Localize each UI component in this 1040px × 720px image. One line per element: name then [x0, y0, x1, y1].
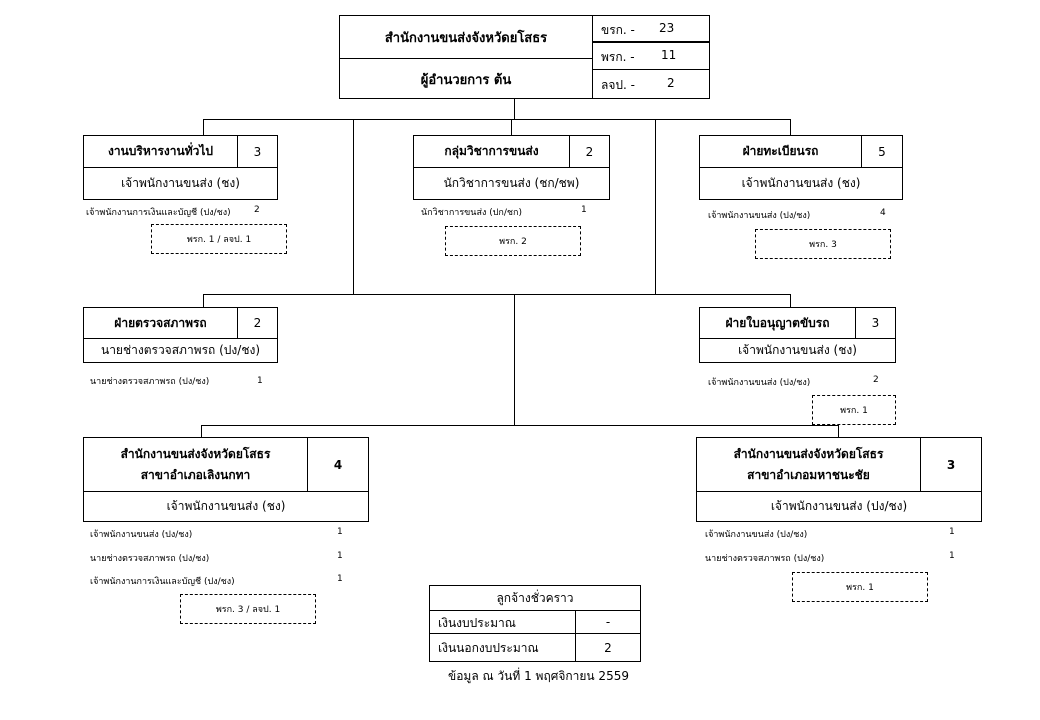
staff-note: พรก. 1 / ลจป. 1 — [151, 224, 287, 254]
unit-academic: กลุ่มวิชาการขนส่ง 2 นักวิชาการขนส่ง (ชก/… — [413, 135, 610, 200]
position-count: 1 — [581, 205, 587, 215]
position-label: นายช่างตรวจสภาพรถ (ปง/ชง) — [90, 377, 210, 387]
unit-title: ฝ่ายใบอนุญาตขับรถ — [725, 315, 830, 330]
unit-position: เจ้าพนักงานขนส่ง (ชง) — [700, 167, 902, 199]
branch-count: 3 — [920, 438, 981, 491]
branch-title: สำนักงานขนส่งจังหวัดยโสธร สาขาอำเภอมหาชน… — [733, 446, 884, 482]
position-label: นายช่างตรวจสภาพรถ (ปง/ชง) — [705, 554, 825, 564]
position-count: 1 — [949, 527, 955, 537]
position-count: 1 — [949, 551, 955, 561]
position-label: เจ้าพนักงานขนส่ง (ปง/ชง) — [708, 211, 811, 221]
unit-title: ฝ่ายตรวจสภาพรถ — [114, 315, 207, 330]
unit-title: กลุ่มวิชาการขนส่ง — [444, 144, 539, 158]
staff-note: พรก. 1 — [812, 395, 896, 425]
branch-position: เจ้าพนักงานขนส่ง (ชง) — [84, 491, 368, 521]
position-count: 4 — [880, 208, 886, 218]
branch-loeng-nok-tha: สำนักงานขนส่งจังหวัดยโสธร สาขาอำเภอเลิงน… — [83, 437, 369, 522]
position-count: 1 — [337, 574, 343, 584]
unit-registration: ฝ่ายทะเบียนรถ 5 เจ้าพนักงานขนส่ง (ชง) — [699, 135, 903, 200]
temporary-staff-table: ลูกจ้างชั่วคราว เงินงบประมาณ - เงินนอกงบ… — [429, 585, 641, 662]
branch-count: 4 — [307, 438, 368, 491]
position-count: 1 — [337, 527, 343, 537]
branch-title: สำนักงานขนส่งจังหวัดยโสธร สาขาอำเภอเลิงน… — [120, 446, 271, 482]
stat-row-employees: พรก. - 11 — [593, 43, 710, 70]
table-title: ลูกจ้างชั่วคราว — [496, 590, 574, 605]
position-label: นายช่างตรวจสภาพรถ (ปง/ชง) — [90, 554, 210, 564]
unit-title: ฝ่ายทะเบียนรถ — [742, 144, 819, 158]
unit-count: 2 — [569, 136, 609, 167]
staff-note: พรก. 3 — [755, 229, 891, 259]
position-count: 1 — [257, 376, 263, 386]
position-label: เจ้าพนักงานขนส่ง (ปง/ชง) — [708, 378, 811, 388]
branch-position: เจ้าพนักงานขนส่ง (ปง/ชง) — [697, 491, 981, 521]
position-count: 1 — [337, 551, 343, 561]
branch-maha-chana-chai: สำนักงานขนส่งจังหวัดยโสธร สาขาอำเภอมหาชน… — [696, 437, 982, 522]
stat-row-officials: ขรก. - 23 — [593, 16, 710, 43]
data-date-footer: ข้อมูล ณ วันที่ 1 พฤศจิกายน 2559 — [448, 669, 629, 683]
position-label: เจ้าพนักงานขนส่ง (ปง/ชง) — [90, 530, 193, 540]
position-label: เจ้าพนักงานขนส่ง (ปง/ชง) — [705, 530, 808, 540]
director-label: ผู้อำนวยการ ต้น — [340, 58, 592, 99]
unit-count: 3 — [237, 136, 277, 167]
head-office-title: สำนักงานขนส่งจังหวัดยโสธร — [384, 30, 548, 46]
unit-driving-license: ฝ่ายใบอนุญาตขับรถ 3 เจ้าพนักงานขนส่ง (ชง… — [699, 307, 896, 363]
position-label: เจ้าพนักงานการเงินและบัญชี (ปง/ชง) — [90, 577, 235, 587]
unit-position: เจ้าพนักงานขนส่ง (ชง) — [700, 338, 895, 362]
unit-position: นักวิชาการขนส่ง (ชก/ชพ) — [414, 167, 609, 199]
staff-note: พรก. 2 — [445, 226, 581, 256]
unit-position: นายช่างตรวจสภาพรถ (ปง/ชง) — [84, 338, 277, 362]
unit-inspection: ฝ่ายตรวจสภาพรถ 2 นายช่างตรวจสภาพรถ (ปง/ช… — [83, 307, 278, 363]
unit-position: เจ้าพนักงานขนส่ง (ชง) — [84, 167, 277, 199]
unit-count: 5 — [861, 136, 902, 167]
unit-general-admin: งานบริหารงานทั่วไป 3 เจ้าพนักงานขนส่ง (ช… — [83, 135, 278, 200]
table-row: เงินงบประมาณ - — [430, 610, 640, 634]
unit-title: งานบริหารงานทั่วไป — [107, 144, 214, 158]
position-count: 2 — [873, 375, 879, 385]
table-row: เงินนอกงบประมาณ 2 — [430, 633, 640, 662]
head-office-box: สำนักงานขนส่งจังหวัดยโสธร ผู้อำนวยการ ต้… — [339, 15, 710, 99]
unit-count: 2 — [237, 308, 277, 338]
staff-note: พรก. 3 / ลจป. 1 — [180, 594, 316, 624]
position-label: เจ้าพนักงานการเงินและบัญชี (ปง/ชง) — [86, 208, 231, 218]
position-count: 2 — [254, 205, 260, 215]
position-label: นักวิชาการขนส่ง (ปก/ชก) — [421, 208, 522, 218]
staff-note: พรก. 1 — [792, 572, 928, 602]
stat-row-permanent: ลจป. - 2 — [601, 76, 675, 92]
unit-count: 3 — [855, 308, 895, 338]
